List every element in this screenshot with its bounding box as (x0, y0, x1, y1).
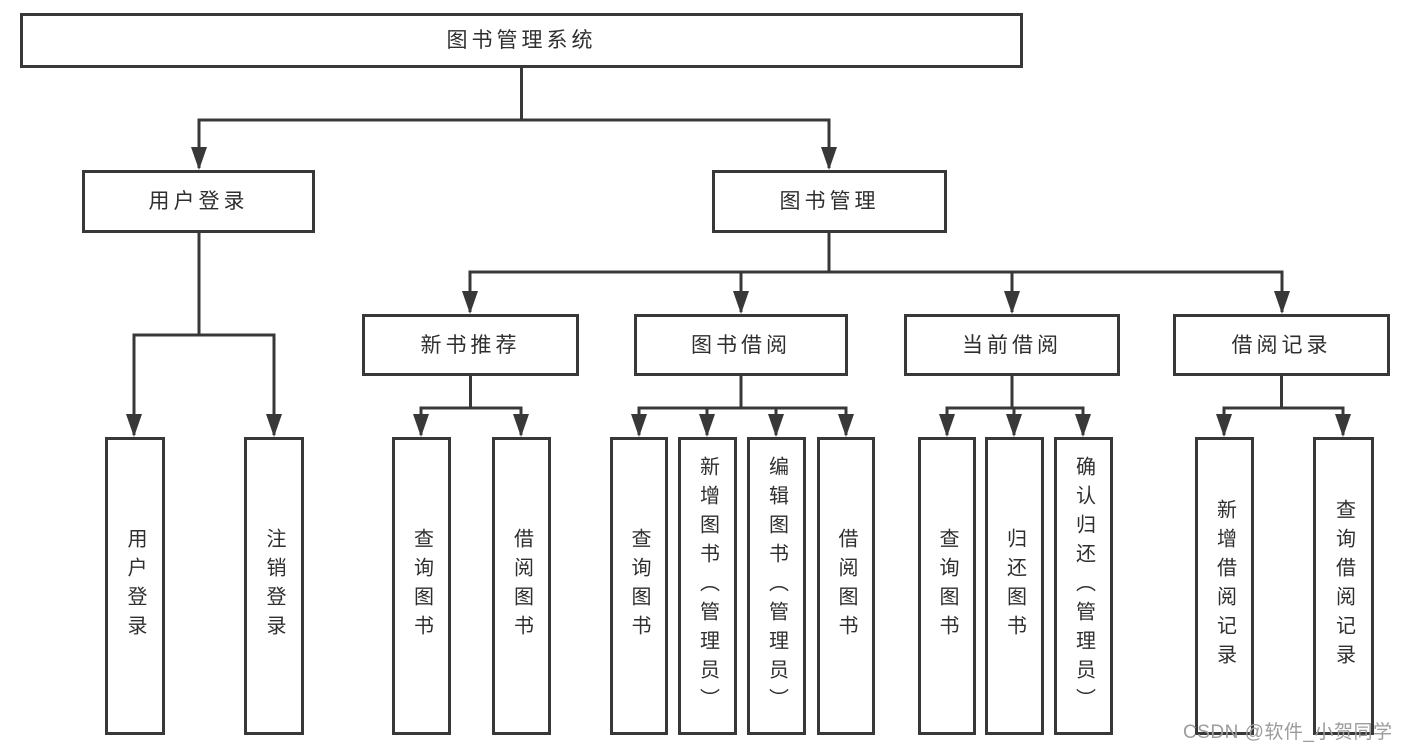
leaf-edit-book-admin: 编辑图书（管理员） (747, 437, 806, 735)
node-root: 图书管理系统 (20, 13, 1023, 68)
leaf-query-books-borrow: 查询图书 (610, 437, 668, 735)
node-user-login: 用户登录 (82, 170, 315, 233)
watermark: CSDN @软件_小贺同学 (1183, 722, 1393, 743)
node-new-book-recommend: 新书推荐 (362, 314, 579, 376)
leaf-user-login: 用户登录 (105, 437, 165, 735)
leaf-borrow-books-recommend: 借阅图书 (492, 437, 551, 735)
leaf-logout: 注销登录 (244, 437, 304, 735)
leaf-borrow-books: 借阅图书 (817, 437, 875, 735)
leaf-query-books-recommend: 查询图书 (392, 437, 451, 735)
leaf-query-books-current: 查询图书 (918, 437, 976, 735)
leaf-confirm-return-admin: 确认归还（管理员） (1054, 437, 1113, 735)
node-current-borrow: 当前借阅 (904, 314, 1120, 376)
leaf-query-borrow-record: 查询借阅记录 (1313, 437, 1374, 735)
leaf-add-borrow-record: 新增借阅记录 (1195, 437, 1254, 735)
node-book-borrow: 图书借阅 (634, 314, 848, 376)
node-book-management: 图书管理 (712, 170, 947, 233)
leaf-return-books: 归还图书 (985, 437, 1044, 735)
leaf-add-book-admin: 新增图书（管理员） (678, 437, 737, 735)
node-borrow-records: 借阅记录 (1173, 314, 1390, 376)
